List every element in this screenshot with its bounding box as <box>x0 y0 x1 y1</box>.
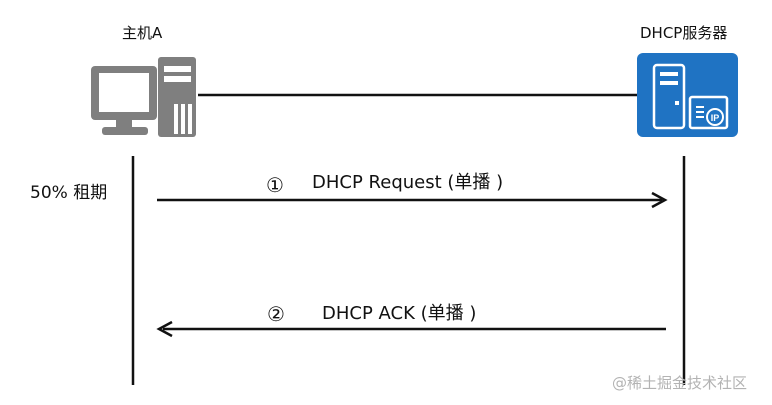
host-label: 主机A <box>122 24 163 42</box>
ack-arrow <box>156 320 666 338</box>
lease-note: 50% 租期 <box>30 183 108 203</box>
dhcp-server-icon: IP <box>637 53 738 137</box>
watermark-text: @稀土掘金技术社区 <box>612 374 748 392</box>
step-1-marker: ① <box>266 173 284 197</box>
desktop-computer-icon <box>91 57 196 137</box>
ip-badge-text: IP <box>711 113 720 123</box>
request-arrow <box>157 191 668 209</box>
step-2-marker: ② <box>267 302 285 326</box>
server-label: DHCP服务器 <box>640 24 728 42</box>
request-message-label: DHCP Request (单播 ) <box>312 172 504 193</box>
ack-message-label: DHCP ACK (单播 ) <box>322 303 477 324</box>
